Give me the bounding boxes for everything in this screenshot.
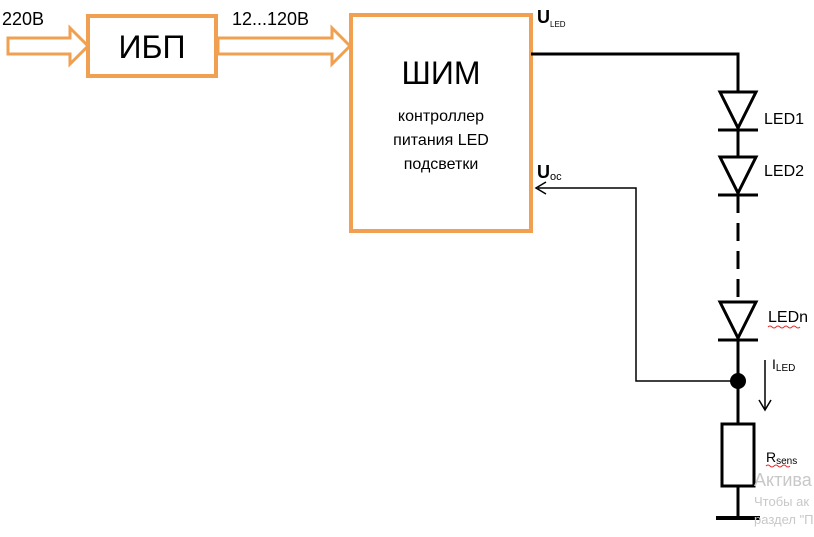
input-arrow	[6, 24, 91, 68]
activation-watermark-line1: Актива	[754, 470, 813, 490]
pwm-title: ШИМ	[402, 55, 481, 91]
led2-diode	[717, 155, 759, 197]
ups-label: ИБП	[119, 29, 186, 65]
activation-watermark-line2: Чтобы ак	[754, 494, 809, 509]
feedback-wire	[538, 187, 738, 382]
u-led-label: ULED	[537, 7, 566, 29]
r-sens-label: Rsens	[766, 449, 797, 467]
input-voltage-label: 220В	[2, 9, 44, 29]
spellcheck-underline-2	[765, 464, 791, 468]
sense-resistor	[720, 422, 756, 488]
led2-label: LED2	[764, 163, 804, 180]
feedback-arrow-head	[534, 181, 547, 195]
ups-block	[86, 14, 218, 78]
u-oc-label: Uос	[537, 162, 562, 183]
mid-arrow	[216, 24, 353, 68]
pwm-line-1: контроллер	[398, 108, 484, 125]
pwm-line-3: подсветки	[404, 156, 479, 173]
activation-watermark-line3: раздел "П	[754, 512, 814, 527]
pwm-block	[349, 13, 533, 233]
pwm-line-2: питания LED	[393, 132, 489, 149]
spellcheck-underline	[767, 325, 801, 329]
output-wire	[531, 52, 740, 92]
i-led-label: ILED	[772, 356, 795, 374]
ledn-label: LEDn	[768, 309, 808, 326]
ledn-diode	[717, 300, 759, 342]
current-arrow	[758, 360, 772, 412]
mid-voltage-label: 12...120В	[232, 9, 309, 29]
led1-diode	[717, 90, 759, 132]
led1-label: LED1	[764, 111, 804, 128]
